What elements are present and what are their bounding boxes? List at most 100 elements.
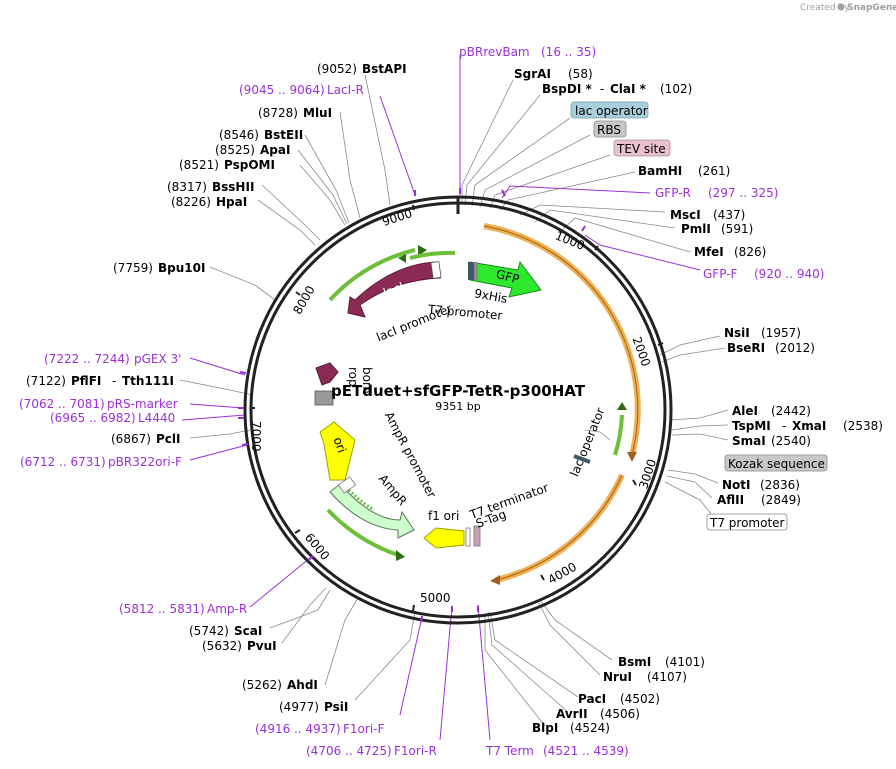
tick-label-8000: 8000 [290, 283, 317, 316]
plasmid-name: pETduet+sfGFP-TetR-p300HAT [331, 382, 586, 400]
enzyme-apai-name[interactable]: ApaI [260, 143, 290, 157]
primer-gfp-f-range: (920 .. 940) [754, 267, 824, 281]
enzyme-alei-name[interactable]: AleI [732, 404, 758, 418]
enzyme-pflfi-name[interactable]: PflFI [71, 374, 101, 388]
enzyme-bstapi-name[interactable]: BstAPI [362, 62, 407, 76]
enzyme-scai-pos: (5742) [189, 624, 229, 638]
enzyme-avrii-name[interactable]: AvrII [556, 707, 588, 721]
enzyme-pvui-name[interactable]: PvuI [247, 639, 277, 653]
enzyme-alei-pos: (2442) [771, 404, 811, 418]
enzyme-nsii-pos: (1957) [761, 326, 801, 340]
enzyme-mfei-pos: (826) [734, 245, 766, 259]
kozak-sequence-box[interactable]: Kozak sequence [724, 454, 828, 472]
lac-operator-arc [613, 414, 624, 456]
primer-prs-marker-name[interactable]: pRS-marker [107, 397, 178, 411]
enzyme-bseri-name[interactable]: BseRI [727, 341, 765, 355]
enzyme-bsshii-name[interactable]: BssHII [212, 180, 254, 194]
enzyme-bseri-pos: (2012) [775, 341, 815, 355]
gfp-label: GFP [494, 267, 520, 287]
enzyme-ahdi-pos: (5262) [242, 678, 282, 692]
enzyme-bspdi-pos: (102) [660, 82, 692, 96]
enzyme-psii-name[interactable]: PsiI [324, 700, 348, 714]
enzyme-bsteii-name[interactable]: BstEII [264, 128, 303, 142]
enzyme-bsteii-pos: (8546) [219, 128, 259, 142]
snapgene-logo-icon [837, 3, 845, 11]
rbs-box-label: RBS [597, 123, 621, 137]
enzyme-pflfi-pos: (7122) [26, 374, 66, 388]
enzyme-pspomi-pos: (8521) [179, 158, 219, 172]
enzyme-blpi-name[interactable]: BlpI [532, 721, 558, 735]
enzyme-bamhi-pos: (261) [698, 164, 730, 178]
enzyme-nsii-name[interactable]: NsiI [724, 326, 750, 340]
primer-pgex3-name[interactable]: pGEX 3' [134, 352, 181, 366]
enzyme-clai-name[interactable]: ClaI * [610, 82, 647, 96]
his-tag-label: 9xHis [473, 286, 508, 306]
enzyme-hpai-pos: (8226) [171, 195, 211, 209]
t7-promoter-box-label: T7 promoter [709, 516, 785, 530]
enzyme-msci-name[interactable]: MscI [670, 208, 701, 222]
enzyme-xmai-name[interactable]: XmaI [792, 419, 826, 433]
primer-pbr322ori-f-name[interactable]: pBR322ori-F [108, 455, 182, 469]
enzyme-tth111i-name[interactable]: Tth111I [122, 374, 174, 388]
enzyme-bsmi-name[interactable]: BsmI [618, 655, 651, 669]
enzyme-msci-pos: (437) [713, 208, 745, 222]
t7-promoter-box[interactable]: T7 promoter [706, 513, 788, 531]
enzyme-blpi-pos: (4524) [570, 721, 610, 735]
primer-f1ori-f-name[interactable]: F1ori-F [343, 722, 384, 736]
enzyme-aflii-pos: (2849) [761, 493, 801, 507]
primer-t7-term-name[interactable]: T7 Term [485, 744, 534, 758]
bom-label: bom [360, 367, 374, 394]
laci-promoter-box [430, 261, 442, 279]
enzyme-ahdi-name[interactable]: AhdI [287, 678, 318, 692]
orange-arc-lower-arrow [490, 575, 500, 585]
enzyme-noti-name[interactable]: NotI [722, 478, 751, 492]
tick-label-7000: 7000 [249, 421, 263, 452]
enzyme-pmli-pos: (591) [721, 222, 753, 236]
primer-pbrrevbam-name[interactable]: pBRrevBam [459, 45, 530, 59]
primer-pbr322ori-f-range: (6712 .. 6731) [20, 455, 106, 469]
primer-t7-term-range: (4521 .. 4539) [543, 744, 629, 758]
t7-promoter-label: T7 promoter [427, 302, 503, 323]
primer-l4440-name[interactable]: L4440 [138, 411, 175, 425]
enzyme-scai-name[interactable]: ScaI [234, 624, 262, 638]
enzyme-mlui-name[interactable]: MluI [303, 106, 332, 120]
ruler-ticks [250, 204, 664, 612]
enzyme-bamhi-name[interactable]: BamHI [638, 164, 682, 178]
primer-laci-r-name[interactable]: LacI-R [327, 83, 364, 97]
brand-prefix: Created by [800, 3, 850, 13]
enzyme-nrui-name[interactable]: NruI [603, 670, 632, 684]
t7-promoter-arrow-top [398, 254, 406, 263]
enzyme-smai-name[interactable]: SmaI [732, 434, 766, 448]
his-tag-box [468, 262, 474, 280]
enzyme-sgrai-name[interactable]: SgrAI [514, 67, 551, 81]
primer-f1ori-r-range: (4706 .. 4725) [306, 744, 392, 758]
enzyme-bspdi-name[interactable]: BspDI * [542, 82, 592, 96]
primer-amp-r-name[interactable]: Amp-R [207, 602, 247, 616]
enzyme-bpu10i-name[interactable]: Bpu10I [158, 261, 205, 275]
enzyme-aflii-name[interactable]: AflII [717, 493, 744, 507]
lac-operator-label: lac operator [567, 406, 607, 479]
primer-gfp-f-name[interactable]: GFP-F [703, 267, 738, 281]
tev-site-box[interactable]: TEV site [613, 139, 671, 157]
enzyme-tspmi-name[interactable]: TspMI [732, 419, 771, 433]
rbs-box[interactable]: RBS [593, 120, 627, 138]
enzyme-apai-pos: (8525) [215, 143, 255, 157]
primer-gfp-r-name[interactable]: GFP-R [655, 186, 691, 200]
lac-operator-box[interactable]: lac operator [570, 101, 649, 119]
primer-f1ori-r-name[interactable]: F1ori-R [394, 744, 437, 758]
enzyme-mfei-name[interactable]: MfeI [694, 245, 724, 259]
enzyme-hpai-name[interactable]: HpaI [216, 195, 247, 209]
enzyme-pspomi-name[interactable]: PspOMI [224, 158, 275, 172]
ampr-promoter-box [337, 476, 357, 494]
kozak-sequence-box-label: Kozak sequence [728, 457, 825, 471]
enzyme-pmli-name[interactable]: PmlI [681, 222, 711, 236]
tev-box [474, 262, 478, 280]
enzyme-pcli-name[interactable]: PclI [156, 432, 181, 446]
enzyme-bstapi-pos: (9052) [317, 62, 357, 76]
primer-l4440-range: (6965 .. 6982) [50, 411, 136, 425]
laci-promoter-arc [328, 248, 416, 302]
enzyme-paci-name[interactable]: PacI [578, 692, 606, 706]
primer-laci-r-range: (9045 .. 9064) [239, 83, 325, 97]
rop-label: rop [346, 367, 360, 387]
lac-operator-box-label: lac operator [575, 104, 648, 118]
